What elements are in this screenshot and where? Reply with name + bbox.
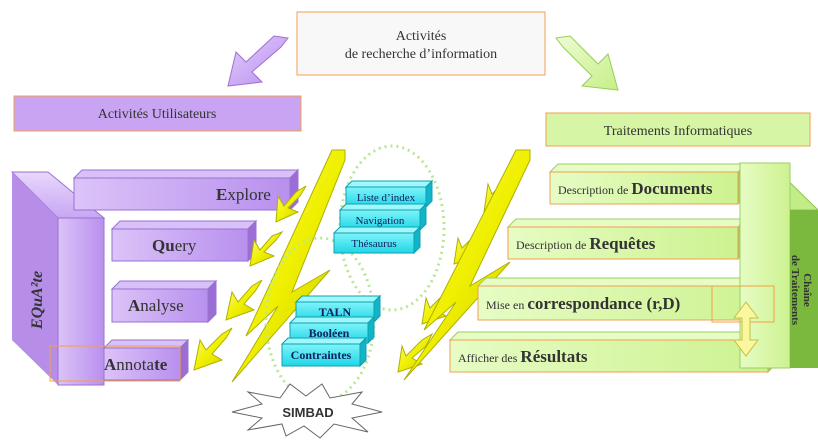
it-step-label: Description de Documents — [558, 179, 713, 198]
it-processing-title: Traitements Informatiques — [604, 124, 752, 139]
chain-line2: de Traitements — [789, 255, 801, 326]
tool-label: Booléen — [309, 326, 350, 340]
user-step-rest: ery — [175, 236, 197, 255]
tool-block: Liste d’index — [344, 179, 434, 209]
user-step: Query — [110, 219, 258, 263]
chain-block: Chaîne de Traitements — [738, 162, 818, 369]
equate-label: EQuA²te — [29, 271, 46, 330]
it-step: Afficher des Résultats — [448, 330, 778, 374]
tool-label: Thésaurus — [351, 238, 396, 250]
user-step: Analyse — [110, 279, 218, 324]
user-activities-title: Activités Utilisateurs — [98, 107, 217, 122]
it-step-prefix: Description de — [516, 238, 589, 252]
user-step: Explore — [72, 168, 300, 212]
user-step-label: Query — [152, 236, 197, 255]
simbad-label: SIMBAD — [282, 405, 333, 420]
tool-block: Thésaurus — [332, 225, 422, 255]
tool-label: TALN — [319, 305, 352, 319]
it-step-prefix: Mise en — [486, 298, 527, 312]
it-step-bold: correspondance (r,D) — [527, 294, 680, 313]
it-step: Mise en correspondance (r,D) — [476, 276, 780, 322]
user-step-rest: nnota — [116, 355, 154, 374]
user-step-label: Analyse — [128, 296, 184, 315]
double-arrow — [733, 301, 759, 357]
it-step-prefix: Afficher des — [458, 351, 520, 365]
it-step-bold: Requêtes — [589, 234, 655, 253]
user-step-initial: A — [104, 355, 117, 374]
it-step-bold: Documents — [631, 179, 713, 198]
lightning-right — [403, 149, 531, 381]
lightning-left — [231, 149, 346, 383]
it-step: Description de Documents — [548, 162, 748, 206]
user-step-initial: A — [128, 296, 141, 315]
it-processing-header: Traitements Informatiques — [545, 112, 811, 147]
user-step: Annotate — [102, 338, 190, 382]
user-step-label: Explore — [216, 185, 271, 204]
research-activities-box: Activités de recherche d’information — [296, 11, 546, 76]
equate-block: EQuA²te — [10, 171, 106, 386]
tool-label: Navigation — [356, 215, 405, 227]
tool-label: Liste d’index — [357, 192, 416, 204]
it-step-prefix: Description de — [558, 183, 631, 197]
research-activities-line1: Activités — [396, 29, 447, 44]
it-step-label: Afficher des Résultats — [458, 347, 588, 366]
user-step-rest: nalyse — [140, 296, 183, 315]
user-step-label: Annotate — [104, 355, 168, 374]
user-step-initial: Qu — [152, 236, 175, 255]
chain-line1: Chaîne — [801, 273, 813, 307]
simbad-burst: SIMBAD — [231, 383, 383, 439]
it-step: Description de Requêtes — [506, 217, 748, 261]
arrow-to-user-activities — [227, 35, 289, 87]
tool-block: Contraintes — [280, 336, 368, 368]
user-step-rest: xplore — [227, 185, 270, 204]
tool-label: Contraintes — [291, 348, 352, 362]
user-activities-header: Activités Utilisateurs — [13, 95, 302, 132]
tool-block: Navigation — [338, 202, 428, 232]
user-step-initial: E — [216, 185, 227, 204]
it-step-bold: Résultats — [520, 347, 587, 366]
it-step-label: Mise en correspondance (r,D) — [486, 294, 680, 313]
research-activities-line2: de recherche d’information — [345, 47, 497, 62]
arrow-to-it-processing — [555, 35, 619, 91]
user-step-suffix: te — [154, 355, 168, 374]
it-step-label: Description de Requêtes — [516, 234, 656, 253]
index-tools-ellipse — [338, 144, 446, 312]
annotate-highlight — [49, 345, 181, 382]
